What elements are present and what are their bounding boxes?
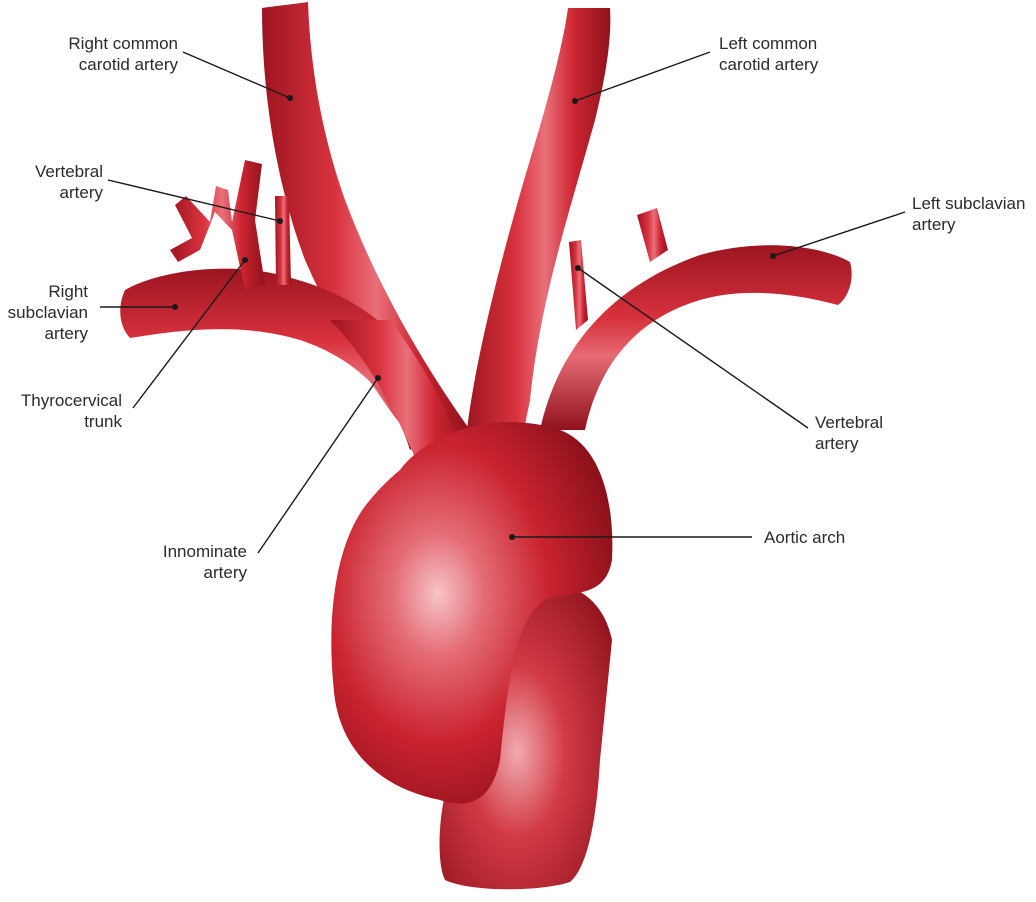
leader-innominate xyxy=(257,377,379,554)
leader-thyrocervical xyxy=(132,259,246,409)
label-right-common-carotid-artery: Right common carotid artery xyxy=(68,34,178,74)
left-subclavian-vessel xyxy=(540,245,852,430)
dot-left-common-carotid xyxy=(572,98,578,104)
left-branch-vessel xyxy=(637,208,668,262)
leader-left-subclavian xyxy=(772,211,906,257)
label-left-common-carotid-artery: Left common carotid artery xyxy=(719,34,819,74)
dot-thyrocervical xyxy=(242,257,248,263)
label-thyrocervical-trunk: Thyrocervical trunk xyxy=(20,391,122,431)
dot-vertebral-right xyxy=(277,218,283,224)
leader-lines xyxy=(100,51,906,554)
dot-right-common-carotid xyxy=(287,95,293,101)
right-subclavian-vessel xyxy=(120,268,440,450)
dot-vertebral-left xyxy=(575,265,581,271)
dot-aortic-arch xyxy=(509,534,515,540)
leader-dots xyxy=(172,95,776,540)
aortic-arch-vessel xyxy=(331,422,613,804)
thyrocervical-trunk-vessel xyxy=(170,160,265,290)
label-innominate-artery: Innominate artery xyxy=(162,542,247,582)
innominate-vessel xyxy=(330,320,470,470)
label-vertebral-artery-left: Vertebral artery xyxy=(815,413,884,453)
right-common-carotid-vessel xyxy=(262,2,470,470)
leader-vertebral-right xyxy=(107,179,281,222)
label-left-subclavian-artery: Left subclavian artery xyxy=(912,194,1026,234)
label-aortic-arch: Aortic arch xyxy=(764,528,846,547)
label-vertebral-artery-right: Vertebral artery xyxy=(34,162,103,202)
dot-innominate xyxy=(375,375,381,381)
label-right-subclavian-artery: Right subclavian artery xyxy=(7,282,88,343)
leader-left-common-carotid xyxy=(574,51,711,102)
dot-right-subclavian xyxy=(172,304,178,310)
dot-left-subclavian xyxy=(770,253,776,259)
leader-vertebral-left xyxy=(577,267,809,429)
leader-right-common-carotid xyxy=(182,51,291,99)
left-common-carotid-vessel xyxy=(465,8,611,450)
left-vertebral-vessel xyxy=(569,240,588,330)
right-vertebral-vessel xyxy=(275,196,291,285)
